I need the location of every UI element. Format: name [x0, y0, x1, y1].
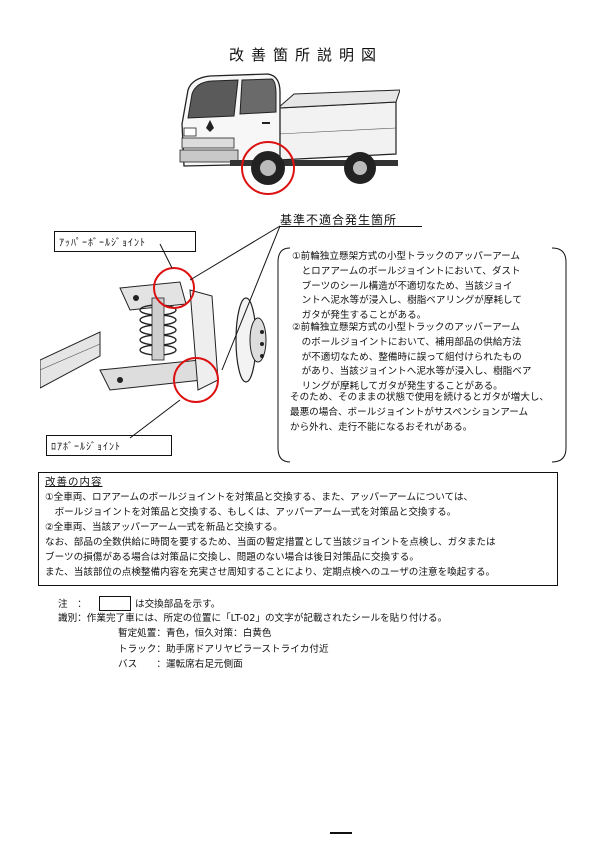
lower-ball-joint-label: ﾛｱﾎﾞｰﾙｼﾞｮｲﾝﾄ — [46, 435, 172, 456]
defect-heading: 基準不適合発生箇所 — [280, 213, 398, 227]
identification-text: 識別：作業完了車には、所定の位置に「LT-02」の文字が記載されたシールを貼り付… — [58, 613, 448, 624]
defect-conclusion: そのため、そのままの状態で使用を続けるとガタが増大し、 最悪の場合、ボールジョイ… — [290, 392, 550, 433]
improvement-heading: 改善の内容 — [45, 476, 103, 488]
upper-ball-joint-label: ｱｯﾊﾟｰﾎﾞｰﾙｼﾞｮｲﾝﾄ — [54, 231, 196, 252]
page-mark — [330, 832, 352, 834]
page-title: 改善箇所説明図 — [228, 46, 383, 64]
note-description: は交換部品を示す。 — [135, 599, 221, 610]
suspension-diagram — [40, 267, 267, 403]
note-label: 注 ： — [58, 599, 87, 610]
heading-underline — [280, 226, 422, 227]
defect-item-1: ①前輪独立懸架方式の小型トラックのアッパーアーム とロアアームのボールジョイント… — [292, 251, 522, 322]
replacement-part-legend-box — [99, 596, 131, 611]
improvement-body: ①全車両、ロアアームのボールジョイントを対策品と交換する、また、アッパーアームに… — [45, 492, 496, 578]
truck-illustration — [179, 73, 400, 195]
identification-details: 暫定処置：青色，恒久対策：白黄色 トラック：助手席ドアリヤピラーストライカ付近 … — [118, 628, 329, 670]
defect-item-2: ②前輪独立懸架方式の小型トラックのアッパーアーム のボールジョイントにおいて、補… — [292, 322, 532, 393]
improvement-box — [38, 472, 558, 586]
